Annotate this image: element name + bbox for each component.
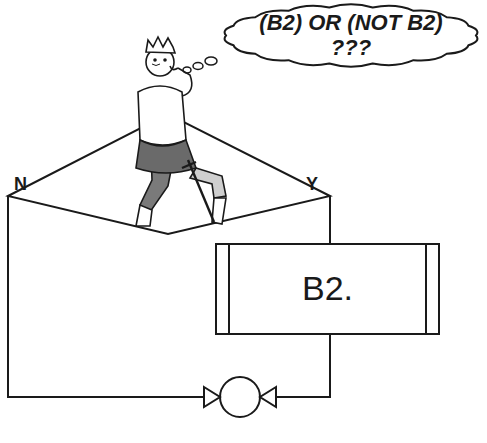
- no-branch-wire: [8, 196, 204, 397]
- branch-label: Y: [306, 174, 318, 195]
- node-text: B2.: [302, 270, 353, 307]
- node-text: (B2) OR (NOT B2): [259, 11, 442, 35]
- process-bar: [425, 244, 427, 334]
- arrowhead: [204, 387, 220, 407]
- knight-figure: [136, 37, 226, 226]
- branch-label: N: [14, 174, 27, 195]
- process-box: B2.: [215, 243, 440, 335]
- thought-dots: [183, 57, 217, 73]
- merge-wire: [276, 335, 330, 397]
- cloud-shape: [225, 4, 478, 67]
- connector-circle: [220, 377, 260, 417]
- arrowhead: [260, 387, 276, 407]
- process-rect: [216, 244, 439, 334]
- node-subtext: ???: [259, 36, 442, 60]
- process-bar: [228, 244, 230, 334]
- yes-branch-wire: [329, 196, 331, 243]
- thought-bubble: (B2) OR (NOT B2)???: [222, 4, 480, 67]
